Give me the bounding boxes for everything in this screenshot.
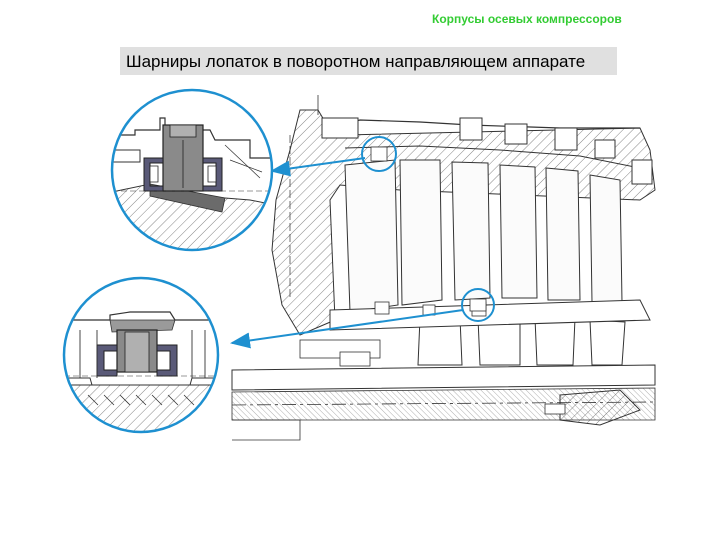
slide-title: Шарниры лопаток в поворотном направляюще… xyxy=(126,52,586,71)
zoom-inset-upper-hinge xyxy=(110,88,274,252)
compressor-section xyxy=(231,95,656,441)
hinge-highlight-upper xyxy=(361,136,397,172)
zoom-inset-lower-hinge xyxy=(62,276,220,434)
section-header: Корпусы осевых компрессоров xyxy=(432,12,622,26)
title-bar xyxy=(120,47,617,75)
hinge-highlight-lower xyxy=(461,288,495,322)
pointer-arrow-lower xyxy=(230,309,464,349)
pointer-arrow-upper xyxy=(270,157,366,177)
